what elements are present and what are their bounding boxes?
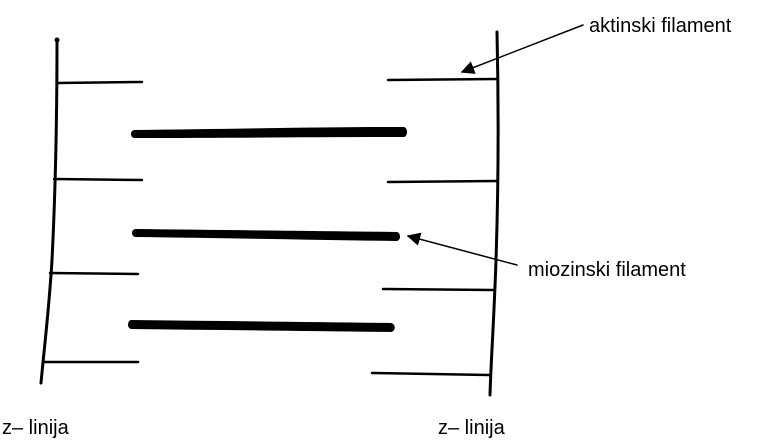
z-line-left-top-dot — [54, 37, 60, 43]
z-line-right-label: z– linija — [438, 417, 506, 439]
actin-filament-left-1 — [55, 80, 144, 85]
myosin-pointer-arrow — [406, 232, 518, 266]
myosin-filament-label: miozinski filament — [528, 259, 686, 281]
myosin-filament-2 — [132, 229, 400, 241]
myosin-filament-3 — [128, 320, 395, 332]
myosin-filament-1 — [131, 127, 407, 138]
actin-filament-left-2 — [52, 177, 144, 182]
z-line-left-label: z– linija — [2, 417, 70, 439]
actin-filament-right-4 — [370, 371, 491, 377]
z-line-right — [488, 30, 500, 397]
actin-pointer-arrow — [460, 24, 584, 74]
actin-filament-label: aktinski filament — [589, 15, 732, 37]
z-line-left — [39, 38, 59, 385]
actin-filament-right-1 — [386, 77, 499, 82]
actin-filament-right-2 — [386, 179, 499, 184]
actin-filament-left-3 — [48, 271, 140, 276]
actin-filament-right-3 — [381, 287, 495, 292]
